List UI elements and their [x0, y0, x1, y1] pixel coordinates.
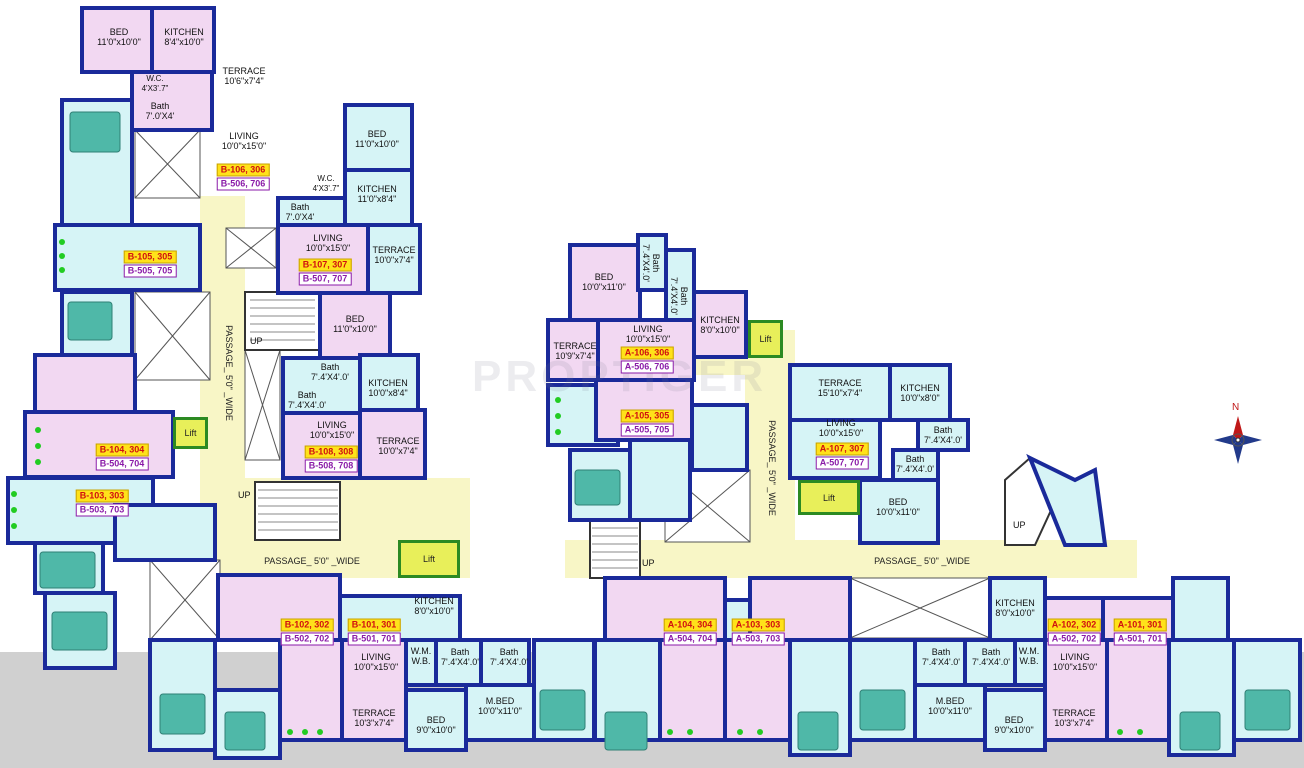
- plants: [11, 239, 1143, 735]
- watermark: PROPTIGER: [472, 352, 768, 401]
- passage-label: PASSAGE_ 5'0" _WIDE: [874, 556, 970, 566]
- furniture: [39, 111, 1291, 751]
- staircase: [254, 481, 341, 541]
- stair-up-label: UP: [1013, 520, 1026, 530]
- passage-label: PASSAGE_ 5'0" _WIDE: [224, 325, 234, 421]
- lift: Lift: [173, 417, 208, 449]
- lift: Lift: [398, 540, 460, 578]
- room-label: W.M.W.B.: [410, 646, 432, 666]
- room-label: W.C.4'X3'.7": [141, 74, 169, 93]
- stair-up-label: UP: [642, 558, 655, 568]
- lift: Lift: [798, 480, 860, 515]
- room-label: W.M.W.B.: [1018, 646, 1040, 666]
- lift: Lift: [748, 320, 783, 358]
- compass-icon: N: [1208, 402, 1268, 466]
- passage-area: [565, 540, 1137, 578]
- staircase-wall: [1026, 453, 1108, 547]
- compass-north-label: N: [1232, 402, 1240, 413]
- passage-label: PASSAGE_ 5'0" _WIDE: [767, 420, 777, 516]
- stair-up-label: UP: [250, 336, 263, 346]
- passage-label: PASSAGE_ 5'0" _WIDE: [264, 556, 360, 566]
- wing-a-rooms: [546, 233, 1302, 757]
- room-label: W.C.4'X3'.7": [312, 174, 340, 193]
- stair-up-label: UP: [238, 490, 251, 500]
- staircase: [589, 519, 641, 579]
